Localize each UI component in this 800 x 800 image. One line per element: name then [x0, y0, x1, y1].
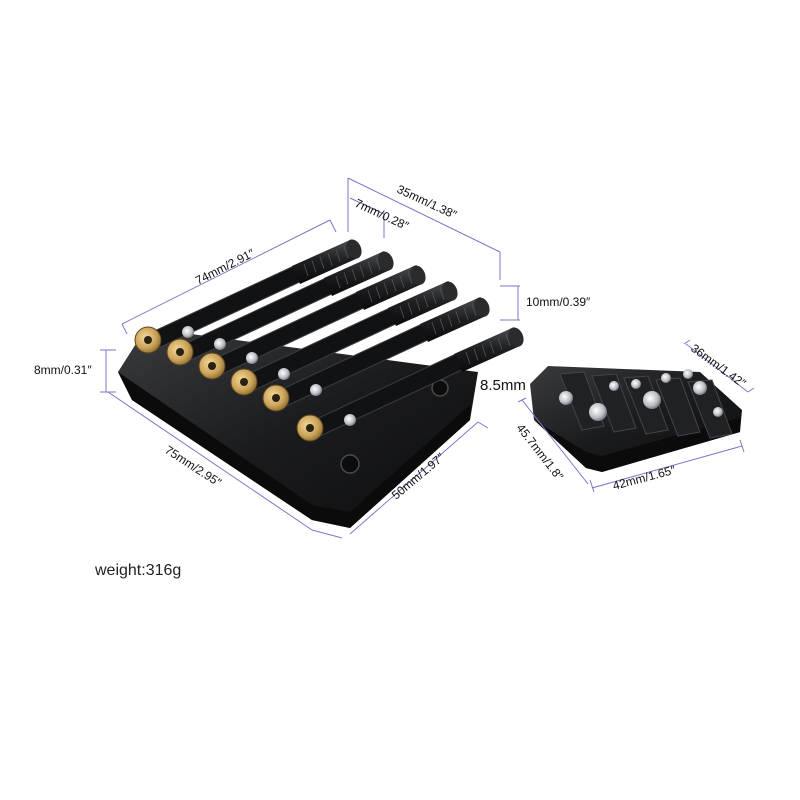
- chrome-screw: [643, 391, 661, 409]
- dimension-label-8mm: 8mm/0.31″: [34, 363, 92, 377]
- chrome-screw: [559, 391, 573, 405]
- chrome-screw: [344, 414, 356, 426]
- tuner-row: [230, 281, 458, 396]
- dimension-label-74mm: 74mm/2.91″: [193, 246, 257, 288]
- dimension-label-8-5mm: 8.5mm: [480, 377, 526, 394]
- chrome-screw: [182, 326, 194, 338]
- tuner-knob: [420, 297, 490, 342]
- dimension-label-10mm: 10mm/0.39″: [526, 295, 591, 309]
- chrome-screw: [609, 381, 619, 391]
- tuner-knob: [292, 239, 362, 284]
- chrome-screw: [589, 403, 607, 421]
- dimension-label-7mm: 7mm/0.28″: [353, 196, 412, 233]
- tuner-row: [166, 251, 394, 366]
- chrome-screw: [713, 407, 723, 417]
- tuner-knob: [356, 265, 426, 310]
- tuner-knob: [388, 281, 458, 326]
- dimension-label-42mm: 42mm/1.65″: [611, 463, 677, 493]
- chrome-screw: [214, 338, 226, 350]
- tuner-row: [262, 297, 490, 412]
- chrome-screw: [310, 384, 322, 396]
- bridge-with-tuners: [118, 239, 524, 528]
- tuner-knob: [454, 327, 524, 372]
- chrome-screw: [683, 369, 693, 379]
- chrome-screw: [693, 381, 707, 395]
- mount-hole: [340, 454, 360, 474]
- weight-label: weight:316g: [95, 562, 182, 579]
- dimension-lines-right: [517, 339, 755, 493]
- chrome-screw: [661, 373, 671, 383]
- tuner-row: [198, 265, 426, 380]
- tuner-row: [134, 239, 362, 354]
- small-bridge: [530, 366, 742, 472]
- dimension-lines-left: [100, 177, 520, 539]
- chrome-screw: [246, 352, 258, 364]
- tuner-row: [296, 327, 524, 442]
- chrome-screw: [278, 368, 290, 380]
- tuner-knob: [324, 251, 394, 296]
- saddle-block: [655, 377, 701, 437]
- chrome-screw: [631, 379, 641, 389]
